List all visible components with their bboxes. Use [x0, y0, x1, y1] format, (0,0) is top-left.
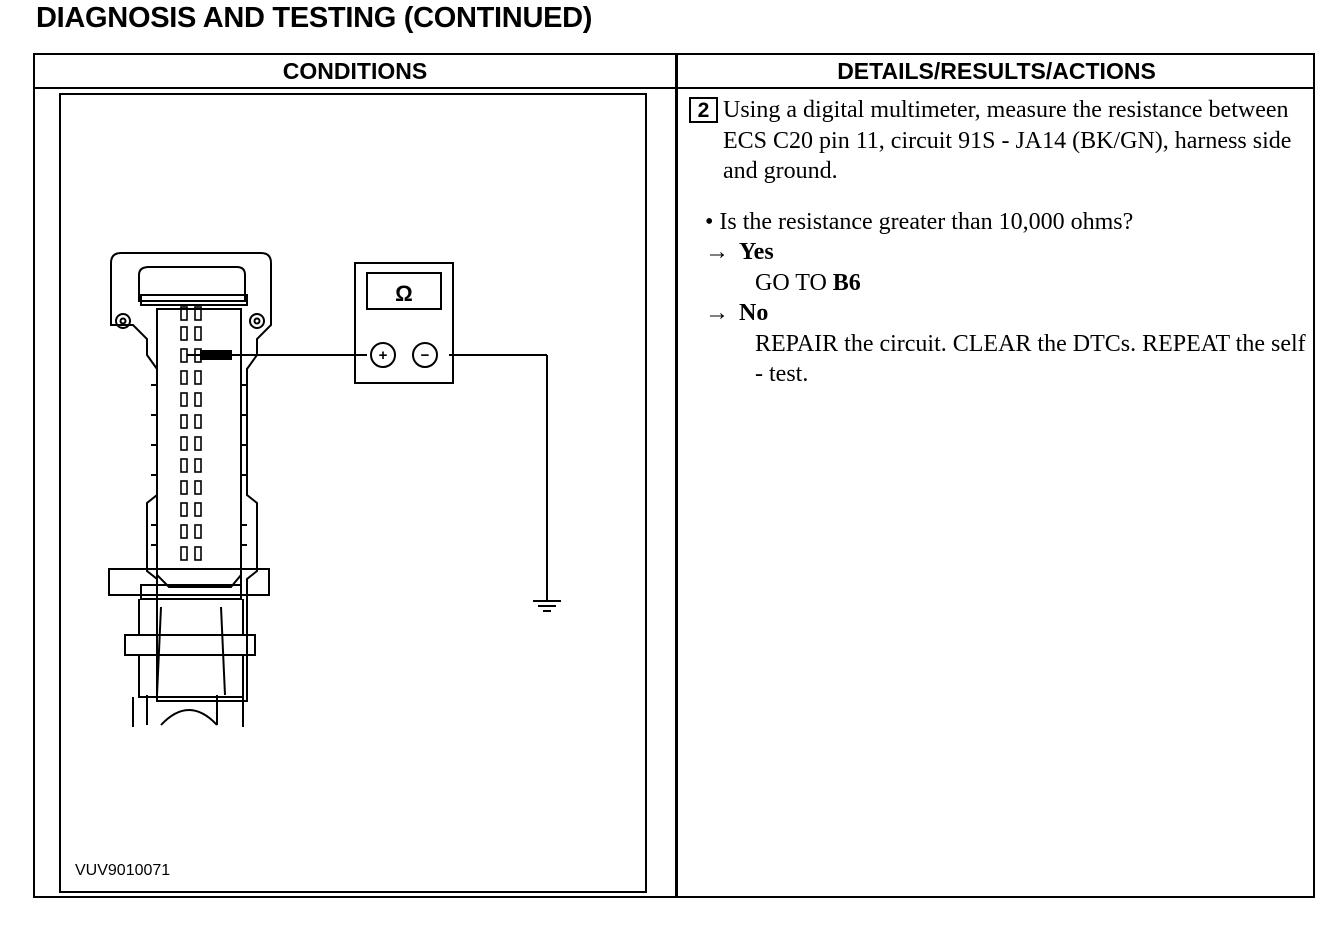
- step-text: Using a digital multimeter, measure the …: [723, 97, 1292, 184]
- figure-id: VUV9010071: [75, 862, 171, 879]
- column-divider: [675, 55, 678, 896]
- diagnosis-table: CONDITIONS DETAILS/RESULTS/ACTIONS: [33, 53, 1315, 898]
- step-instruction: 2 Using a digital multimeter, measure th…: [689, 95, 1309, 187]
- answer-yes: → Yes: [689, 237, 1309, 268]
- yes-action: GO TO B6: [689, 268, 1309, 299]
- conditions-figure: Ω + − VUV9010071: [59, 93, 647, 893]
- answer-no: → No: [689, 298, 1309, 329]
- step-number-badge: 2: [689, 97, 718, 123]
- connector-icon: [108, 252, 272, 727]
- wiring-diagram: Ω + −: [108, 252, 561, 727]
- multimeter-icon: [354, 262, 454, 384]
- yes-action-prefix: GO TO: [755, 269, 833, 296]
- details-results-actions-header: DETAILS/RESULTS/ACTIONS: [837, 58, 1156, 84]
- negative-terminal-label: −: [421, 347, 430, 364]
- arrow-icon: →: [705, 300, 729, 326]
- step-question: • Is the resistance greater than 10,000 …: [705, 208, 1134, 235]
- header-rule: [35, 87, 1313, 89]
- page-title: DIAGNOSIS AND TESTING (CONTINUED): [36, 2, 593, 34]
- test-probe: [187, 350, 232, 360]
- positive-terminal-label: +: [379, 347, 388, 364]
- no-action: REPAIR the circuit. CLEAR the DTCs. REPE…: [755, 330, 1306, 388]
- yes-action-target: B6: [832, 269, 861, 296]
- conditions-header: CONDITIONS: [282, 58, 428, 84]
- arrow-icon: →: [705, 239, 729, 265]
- ground-symbol-icon: [533, 600, 561, 612]
- yes-label: Yes: [739, 239, 774, 265]
- details-column: 2 Using a digital multimeter, measure th…: [689, 95, 1309, 390]
- no-label: No: [739, 300, 769, 326]
- ohm-symbol: Ω: [395, 281, 413, 306]
